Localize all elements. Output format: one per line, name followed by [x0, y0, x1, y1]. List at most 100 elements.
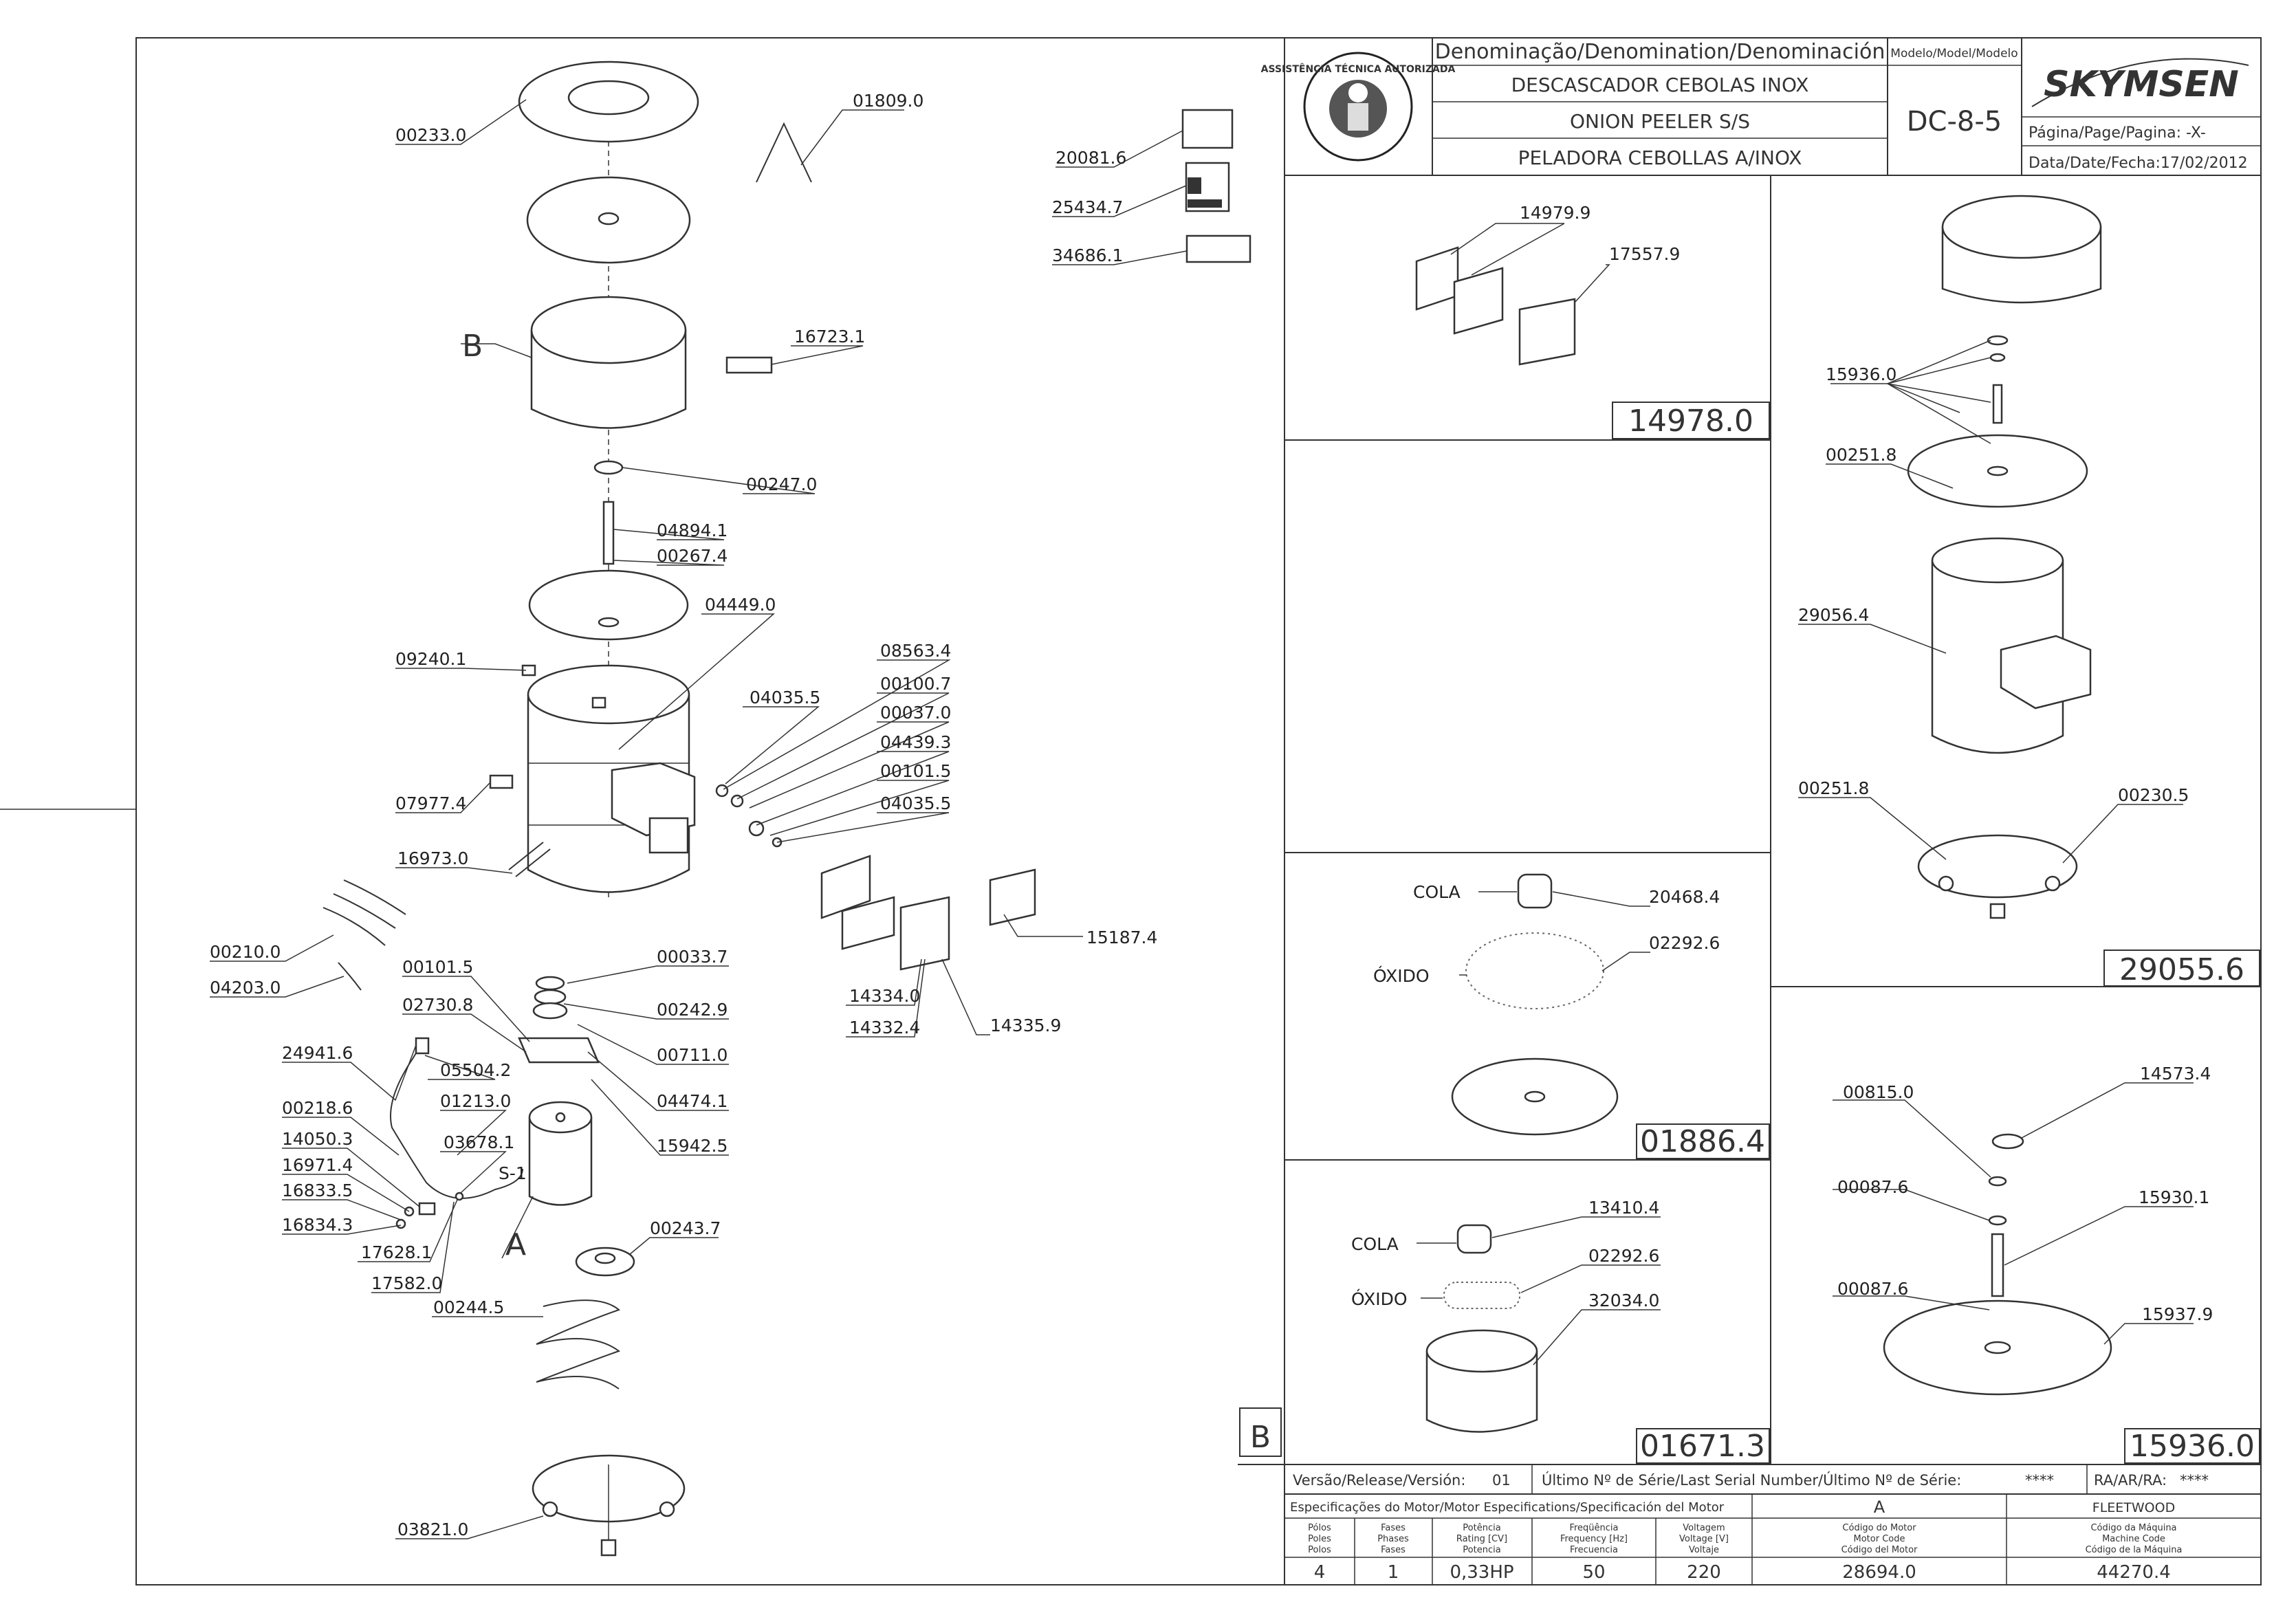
- value-machine-code: 44270.4: [2097, 1562, 2171, 1583]
- sub-assembly-01886: COLA ÓXIDO 20468.4 02292.6 01886.4: [1373, 873, 1770, 1159]
- motor-spec-label: Especificações do Motor/Motor Especifica…: [1290, 1500, 1725, 1515]
- part-label: 00244.5: [433, 1297, 504, 1317]
- part-label: 00711.0: [657, 1045, 728, 1065]
- sub-assembly-01671: COLA ÓXIDO 13410.4 02292.6 32034.0 01671…: [1239, 1198, 1770, 1464]
- page-label: Página/Page/Pagina: -X-: [2029, 124, 2206, 142]
- header-poles: Polos: [1308, 1545, 1331, 1555]
- part-label: 25434.7: [1052, 197, 1123, 217]
- main-leader-lines: [210, 99, 1188, 1539]
- header-motor-code: Código do Motor: [1842, 1523, 1916, 1533]
- seal-text: ASSISTÊNCIA TÉCNICA AUTORIZADA: [1261, 63, 1456, 75]
- sub-part-label: 02292.6: [1588, 1246, 1659, 1266]
- part-label: 00037.0: [880, 703, 951, 723]
- cola-label: COLA: [1351, 1234, 1399, 1254]
- header-rating: Potencia: [1463, 1545, 1500, 1555]
- sub-part-label: 32034.0: [1588, 1291, 1659, 1310]
- part-label: 03678.1: [444, 1132, 514, 1152]
- part-label: 04203.0: [210, 978, 281, 998]
- value-rating: 0,33HP: [1450, 1562, 1513, 1583]
- sub-part-label: 14573.4: [2140, 1064, 2211, 1084]
- part-label: 04449.0: [705, 595, 776, 615]
- sub-part-label: 00251.8: [1798, 778, 1869, 798]
- value-poles: 4: [1314, 1562, 1326, 1583]
- version-label: Versão/Release/Versión:: [1293, 1472, 1465, 1489]
- ra-value: ****: [2180, 1472, 2209, 1489]
- part-label: 24941.6: [282, 1043, 353, 1063]
- name-es: PELADORA CEBOLLAS A/INOX: [1518, 146, 1802, 169]
- letter-b-box-text: B: [1250, 1420, 1271, 1455]
- motor-letter: A: [1874, 1497, 1885, 1517]
- bottom-info-block: Versão/Release/Versión: 01 Último Nº de …: [1284, 1464, 2261, 1585]
- header-voltage: Voltaje: [1689, 1545, 1719, 1555]
- part-label: 16834.3: [282, 1215, 353, 1235]
- sub-part-label: 00087.6: [1837, 1177, 1908, 1197]
- model-code: DC-8-5: [1907, 106, 2002, 138]
- header-frequency: Freqüência: [1569, 1523, 1618, 1533]
- header-rating: Rating [CV]: [1456, 1534, 1507, 1544]
- sheet-frame: [135, 37, 2262, 1585]
- name-en: ONION PEELER S/S: [1570, 110, 1750, 133]
- part-label: 00267.4: [657, 546, 728, 566]
- part-label: 00210.0: [210, 942, 281, 962]
- part-label: 04894.1: [657, 520, 728, 540]
- part-label: 16723.1: [794, 327, 865, 347]
- sub-title-14978: 14978.0: [1628, 404, 1753, 439]
- letter-b-main: B: [462, 329, 483, 364]
- part-label: 00218.6: [282, 1098, 353, 1118]
- sub-assembly-frames: [1238, 175, 2261, 1585]
- part-label: 00101.5: [880, 761, 951, 781]
- oxido-label: ÓXIDO: [1373, 965, 1430, 986]
- part-label: 05504.2: [440, 1060, 511, 1080]
- part-label: 09240.1: [395, 649, 466, 669]
- cola-label: COLA: [1413, 882, 1461, 902]
- part-label: 04035.5: [880, 793, 951, 813]
- sub-part-label: 14979.9: [1520, 203, 1590, 223]
- sub-part-label: 20468.4: [1649, 887, 1720, 907]
- part-label: 00243.7: [650, 1218, 721, 1238]
- serial-value: ****: [2025, 1472, 2054, 1489]
- part-label: 34686.1: [1052, 245, 1123, 265]
- sub-part-label: 15937.9: [2142, 1304, 2213, 1324]
- sub-part-label: 00815.0: [1843, 1082, 1914, 1102]
- motor-spec-values: 4 1 0,33HP 50 220 28694.0 44270.4: [1314, 1562, 2171, 1583]
- value-phases: 1: [1388, 1562, 1399, 1583]
- sub-title-15936: 15936.0: [2130, 1429, 2255, 1464]
- sub-title-01886: 01886.4: [1640, 1124, 1765, 1159]
- sub-part-label: 15930.1: [2139, 1187, 2209, 1207]
- part-label: 01809.0: [853, 91, 923, 111]
- header-motor-code: Motor Code: [1854, 1534, 1905, 1544]
- part-label: 00101.5: [402, 957, 473, 977]
- header-voltage: Voltage [V]: [1679, 1534, 1729, 1544]
- sub-part-label: 00087.6: [1837, 1279, 1908, 1299]
- part-label: 14050.3: [282, 1129, 353, 1149]
- sub-title-box: [1636, 1123, 1770, 1159]
- sub-part-label: 00251.8: [1826, 445, 1896, 465]
- ra-label: RA/AR/RA:: [2094, 1472, 2167, 1489]
- value-motor-code: 28694.0: [1842, 1562, 1916, 1583]
- version-value: 01: [1492, 1472, 1511, 1489]
- sub-assembly-29055: 15936.0 00251.8 29056.4 00251.8 00230.5 …: [1798, 195, 2260, 987]
- brand-logo: SKYMSEN: [2044, 64, 2239, 105]
- header-rating: Potência: [1463, 1523, 1500, 1533]
- sub-part-label: 02292.6: [1649, 933, 1720, 953]
- serial-label: Último Nº de Série/Last Serial Number/Úl…: [1542, 1471, 1961, 1489]
- value-frequency: 50: [1582, 1562, 1605, 1583]
- part-label: 04439.3: [880, 732, 951, 752]
- oxido-label: ÓXIDO: [1351, 1288, 1408, 1309]
- part-label: 14335.9: [990, 1016, 1061, 1035]
- header-poles: Pólos: [1308, 1523, 1331, 1533]
- part-label: 00100.7: [880, 674, 951, 694]
- header-machine-code: Código de la Máquina: [2086, 1545, 2183, 1555]
- sub-assembly-15936: 00815.0 14573.4 00087.6 15930.1 00087.6 …: [1833, 1064, 2260, 1464]
- letter-a-main: A: [505, 1227, 526, 1262]
- part-label: 07977.4: [395, 793, 466, 813]
- part-label: 02730.8: [402, 995, 473, 1015]
- header-phases: Phases: [1377, 1534, 1409, 1544]
- part-label: 03821.0: [397, 1519, 468, 1539]
- header-phases: Fases: [1381, 1523, 1406, 1533]
- part-label: 15187.4: [1086, 928, 1157, 947]
- header-phases: Fases: [1381, 1545, 1406, 1555]
- part-label: 15942.5: [657, 1136, 728, 1156]
- main-exploded-view: [322, 61, 1251, 1557]
- sub-title-29055: 29055.6: [2119, 952, 2244, 987]
